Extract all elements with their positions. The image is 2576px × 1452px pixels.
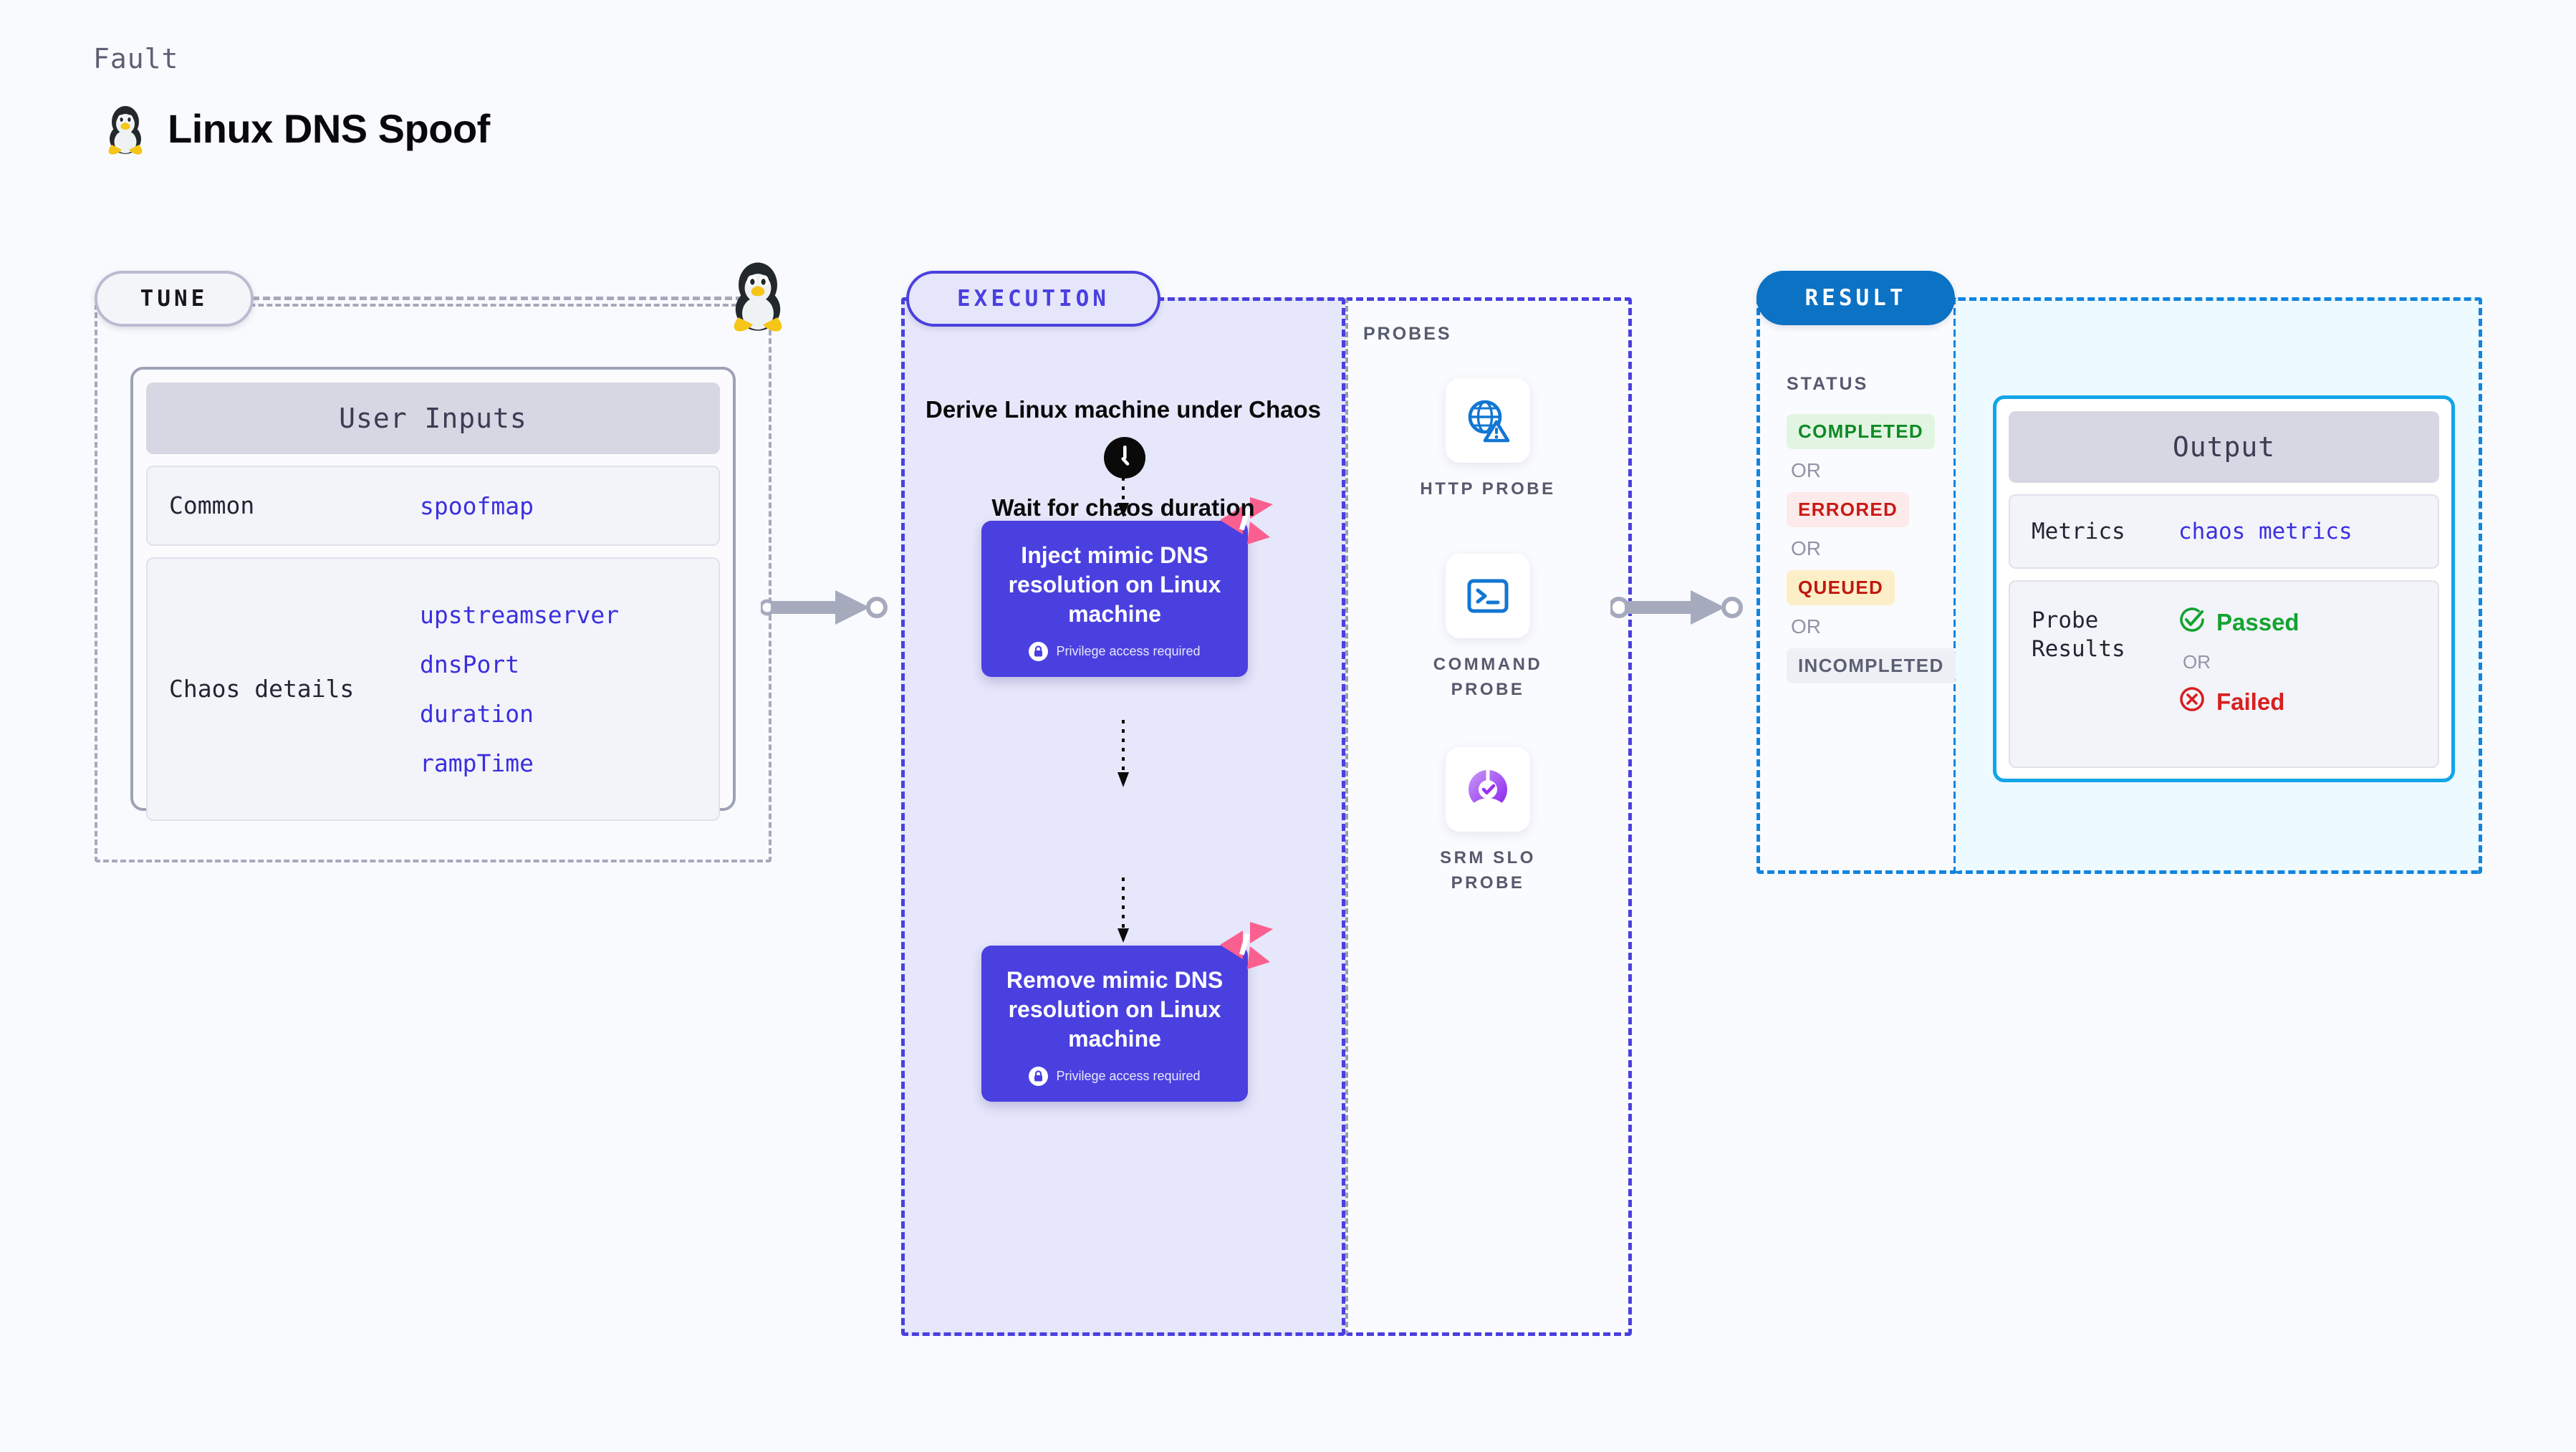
connector-arrow-probes-to-result [1608, 586, 1764, 633]
probe-label: COMMAND PROBE [1433, 655, 1543, 699]
terminal-icon [1446, 554, 1530, 638]
execution-node-note-text: Privilege access required [1056, 1068, 1201, 1083]
output-row-probe-results: Probe Results Passed OR [2009, 580, 2439, 768]
tune-row-values: upstreamserver dnsPort duration rampTime [420, 601, 619, 777]
tune-row-key: Common [169, 491, 255, 519]
tune-value: dnsPort [420, 650, 520, 678]
tune-row-chaos-details: Chaos details upstreamserver dnsPort dur… [146, 557, 720, 821]
fault-kicker: Fault [93, 43, 179, 74]
tune-row-values: spoofmap [420, 492, 534, 520]
tune-dashed-connector [252, 297, 754, 300]
slo-donut-check-icon [1446, 747, 1530, 832]
probe-result-values: Passed OR Failed [2178, 606, 2299, 718]
globe-warning-icon [1446, 378, 1530, 463]
flow-arrow-3 [1103, 878, 1143, 949]
tux-penguin-icon [725, 256, 791, 332]
output-row-metrics: Metrics chaos metrics [2009, 494, 2439, 569]
execution-node-note-text: Privilege access required [1056, 643, 1201, 658]
output-row-key: Probe Results [2032, 607, 2125, 663]
or-label: OR [1791, 615, 1821, 638]
probe-item-command[interactable]: COMMAND PROBE [1402, 554, 1574, 703]
tune-value: upstreamserver [420, 601, 620, 629]
execution-node-title: Inject mimic DNS resolution on Linux mac… [1008, 542, 1221, 627]
status-badge-incompleted: INCOMPLETED [1787, 648, 1956, 683]
status-badge-errored: ERRORED [1787, 492, 1910, 527]
derive-step-label: Derive Linux machine under Chaos [926, 396, 1321, 423]
result-pill[interactable]: RESULT [1756, 271, 1955, 325]
lock-icon [1029, 1066, 1049, 1086]
check-circle-icon [2178, 606, 2206, 639]
probes-title: PROBES [1363, 324, 1452, 344]
probe-item-http[interactable]: HTTP PROBE [1402, 378, 1574, 502]
passed-label: Passed [2216, 609, 2299, 635]
tune-panel [95, 304, 772, 862]
status-title: STATUS [1787, 374, 1869, 394]
tune-value: spoofmap [420, 491, 534, 520]
status-list: COMPLETED OR ERRORED OR QUEUED OR INCOMP… [1787, 414, 1956, 683]
status-badge-completed: COMPLETED [1787, 414, 1935, 449]
flow-arrow-1 [1103, 458, 1143, 523]
tune-value: rampTime [420, 749, 534, 777]
harness-chaos-logo-icon [1219, 497, 1274, 546]
output-card: Output Metrics chaos metrics Probe Resul… [1993, 395, 2455, 782]
output-row-key: Metrics [2032, 518, 2125, 544]
title-row: Linux DNS Spoof [103, 102, 490, 155]
probe-label: SRM SLO PROBE [1440, 848, 1536, 893]
harness-chaos-logo-icon [1219, 922, 1274, 971]
probe-label: HTTP PROBE [1420, 479, 1556, 499]
flow-arrow-2 [1103, 720, 1143, 794]
output-title: Output [2009, 411, 2439, 483]
clock-icon [1104, 437, 1145, 479]
probe-item-srm-slo[interactable]: SRM SLO PROBE [1402, 747, 1574, 896]
execution-node-remove[interactable]: Remove mimic DNS resolution on Linux mac… [981, 922, 1273, 1102]
execution-pill[interactable]: EXECUTION [906, 271, 1160, 327]
user-inputs-title: User Inputs [146, 383, 720, 454]
tux-penguin-icon [103, 102, 148, 155]
status-badge-queued: QUEUED [1787, 570, 1895, 605]
probe-result-failed: Failed [2178, 686, 2299, 718]
or-label: OR [1791, 537, 1821, 559]
lock-icon [1029, 641, 1049, 661]
execution-node-note: Privilege access required [997, 641, 1232, 661]
execution-node-title: Remove mimic DNS resolution on Linux mac… [1006, 967, 1224, 1052]
page-title: Linux DNS Spoof [168, 105, 490, 151]
execution-flow: Derive Linux machine under Chaos Inject … [901, 297, 1345, 1336]
execution-node-inject[interactable]: Inject mimic DNS resolution on Linux mac… [981, 497, 1273, 677]
tune-pill[interactable]: TUNE [95, 271, 254, 327]
failed-label: Failed [2216, 688, 2285, 715]
execution-node-note: Privilege access required [997, 1066, 1232, 1086]
or-label: OR [1791, 459, 1821, 481]
tune-row-key: Chaos details [169, 674, 355, 703]
header: Fault Linux DNS Spoof [93, 43, 490, 155]
or-label: OR [2183, 651, 2211, 673]
x-circle-icon [2178, 686, 2206, 718]
wait-step-label: Wait for chaos duration [991, 494, 1255, 521]
output-metrics-value: chaos metrics [2178, 519, 2352, 544]
user-inputs-card: User Inputs Common spoofmap Chaos detail… [130, 367, 736, 821]
tune-value: duration [420, 700, 534, 728]
tune-row-common: Common spoofmap [146, 466, 720, 546]
probe-result-passed: Passed [2178, 606, 2299, 639]
connector-arrow-tune-to-execution [759, 586, 908, 633]
